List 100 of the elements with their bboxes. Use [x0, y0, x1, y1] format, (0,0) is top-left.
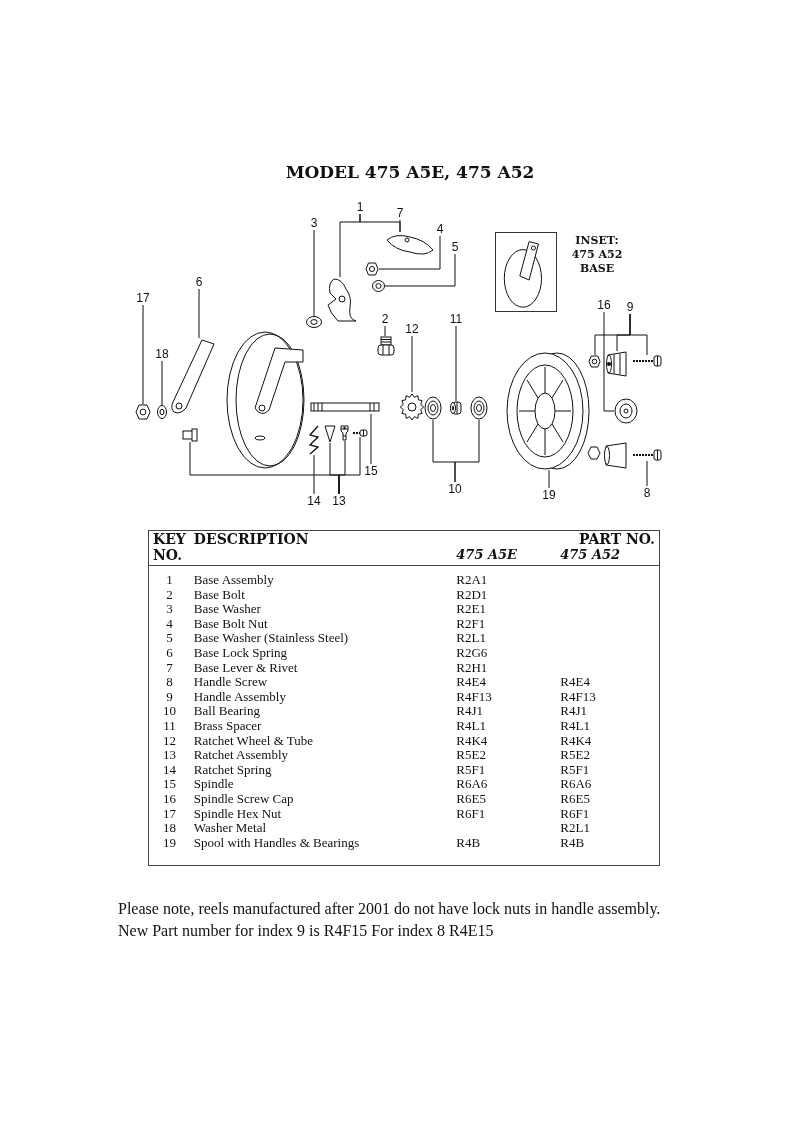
part-number: R2D1: [455, 587, 489, 603]
leader-line: [198, 288, 200, 339]
callout-number: 14: [305, 494, 323, 508]
fitting: [182, 428, 198, 442]
callout-number: 15: [362, 464, 380, 478]
hex-nut: [588, 355, 601, 368]
diagram-title: MODEL 475 A5E, 475 A52: [284, 162, 536, 182]
part-number: R4J1: [559, 704, 588, 719]
part-description: Base Bolt Nut: [192, 616, 269, 632]
handle-grip: [606, 351, 628, 377]
key-number: 15: [161, 777, 177, 792]
part-description: Handle Screw: [192, 675, 269, 690]
part-description: Washer Metal: [192, 821, 268, 836]
part-description: Handle Assembly: [192, 689, 287, 705]
key-number: 6: [165, 645, 174, 661]
part-number: R5E2: [559, 748, 591, 763]
key-number: 7: [165, 660, 174, 676]
part-description: Base Lock Spring: [192, 645, 287, 661]
leader-line: [313, 454, 315, 495]
lever-plate: [385, 232, 435, 258]
part-description: Ratchet Spring: [192, 762, 272, 778]
part-description: Ratchet Wheel & Tube: [192, 733, 315, 749]
part-number: R4J1: [455, 704, 485, 719]
part-description: Base Washer: [192, 602, 262, 617]
part-number: R4F13: [559, 689, 597, 705]
key-number: 2: [165, 587, 174, 603]
key-number: 1: [149, 565, 190, 588]
callout-number: 11: [447, 312, 465, 326]
callout-number: 19: [540, 488, 558, 502]
hex-nut: [365, 262, 379, 276]
part-description: Spindle Hex Nut: [189, 806, 453, 822]
ball-bearing: [424, 396, 442, 420]
screw-cap: [614, 398, 638, 424]
part-description: Ball Bearing: [189, 704, 453, 719]
key-number: 16: [161, 791, 177, 807]
part-number: R5E2: [455, 748, 487, 763]
part-number: R2G6: [455, 645, 489, 661]
part-number: R6A6: [559, 777, 593, 792]
part-number: R4E4: [559, 675, 591, 690]
leader-line: [370, 413, 372, 465]
column-header: 475 A5E: [452, 547, 557, 566]
key-number: 18: [161, 821, 177, 836]
washer: [306, 316, 322, 328]
part-number: R2L1: [455, 631, 487, 646]
key-number: 4: [165, 616, 174, 632]
part-number: R2H1: [455, 660, 489, 676]
part-number: R4E4: [455, 675, 487, 690]
part-description: Base Assembly: [189, 565, 453, 588]
part-number: R6F1: [455, 806, 487, 822]
part-number: R6E5: [559, 791, 591, 807]
column-header: DESCRIPTION: [189, 531, 453, 566]
spacer: [449, 401, 463, 415]
leader-line: [378, 235, 441, 270]
part-description: Base Washer (Stainless Steel): [192, 631, 350, 646]
key-number: 8: [165, 675, 174, 690]
key-number: 11: [162, 718, 177, 734]
part-number: R6E5: [455, 791, 487, 807]
callout-number: 17: [134, 291, 152, 305]
key-number: 12: [161, 733, 177, 749]
column-header: 475 A52: [556, 547, 659, 566]
ball-bearing: [470, 396, 488, 420]
part-number: R5F1: [559, 762, 591, 778]
column-header: KEY NO.: [149, 531, 190, 566]
washer: [372, 280, 385, 292]
part-description: Spindle Screw Cap: [192, 791, 295, 807]
part-description: Base Bolt: [192, 587, 245, 603]
part-number: R2F1: [455, 616, 487, 632]
screw: [632, 355, 662, 367]
leader-line: [646, 460, 648, 487]
callout-number: 13: [330, 494, 348, 508]
part-description: Spindle: [189, 777, 453, 792]
leader-line: [384, 253, 456, 287]
leader-line: [603, 311, 615, 412]
key-number: 17: [161, 806, 177, 822]
leader-line: [454, 419, 480, 483]
part-number: R4B: [455, 835, 482, 851]
spindle: [310, 400, 380, 414]
leader-line: [548, 469, 550, 489]
key-number: 14: [161, 762, 177, 778]
leader-line: [313, 229, 315, 317]
leader-line: [142, 304, 144, 405]
leader-line: [629, 313, 648, 356]
part-number: R4L1: [559, 718, 591, 734]
part-number: R2L1: [559, 821, 591, 836]
screw: [352, 429, 368, 437]
key-number: 10: [161, 704, 177, 719]
pawl: [324, 425, 336, 443]
part-number: R6A6: [455, 777, 489, 792]
note-text: Please note, reels manufactured after 2001 do not have lock nuts in handle assembly. New Part number for index 9 is R4F15 For index 8 R4E15: [118, 899, 662, 941]
part-description: Base Lever & Rivet: [192, 660, 299, 676]
ratchet-wheel: [400, 392, 424, 422]
hex-nut: [135, 404, 151, 420]
part-description: Ratchet Assembly: [192, 748, 290, 763]
part-number: R4K4: [455, 733, 489, 749]
leader-line: [399, 219, 401, 233]
part-number: R2E1: [455, 602, 487, 617]
leader-line: [161, 360, 163, 406]
part-number: R4F13: [455, 689, 493, 705]
leader-line: [411, 335, 413, 393]
callout-number: 16: [595, 298, 613, 312]
